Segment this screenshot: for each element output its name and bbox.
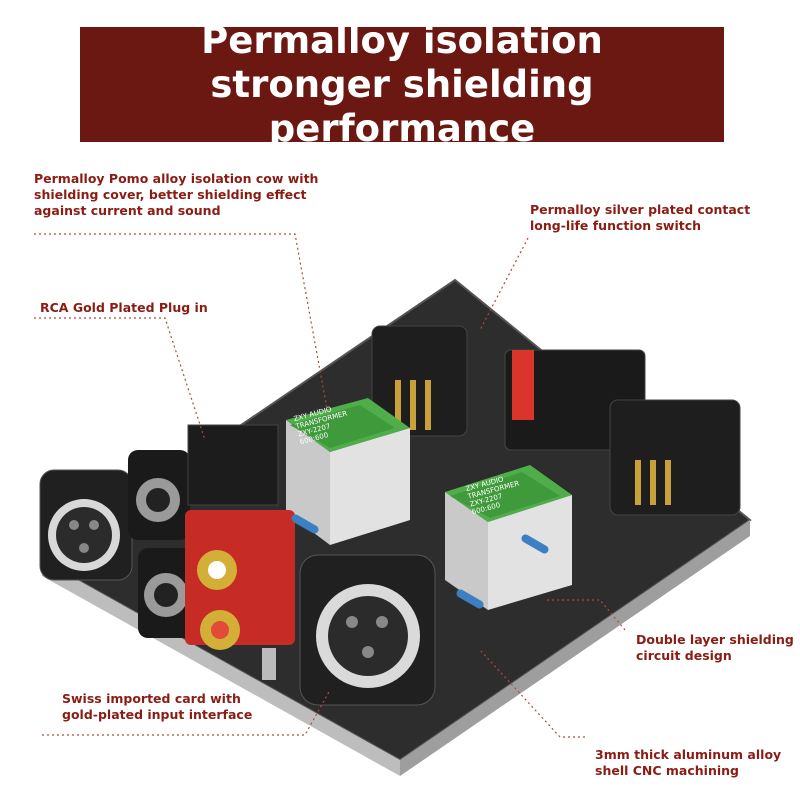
title-line-1: Permalloy isolation — [201, 18, 603, 62]
callout-aluminum: 3mm thick aluminum alloy shell CNC machi… — [595, 747, 782, 778]
board-edge-right — [400, 520, 750, 776]
title-banner: Permalloy isolation stronger shielding p… — [80, 19, 724, 150]
board-edge — [42, 560, 400, 776]
transformer-left — [286, 398, 410, 545]
xlr-jack-right — [299, 554, 436, 706]
toggle-switch — [262, 648, 276, 680]
callout-switch: Permalloy silver plated contact long-lif… — [530, 202, 751, 233]
screw-terminals — [187, 424, 279, 506]
back-jack-left — [371, 325, 468, 437]
callout-shield-cover: Permalloy Pomo alloy isolation cow with … — [34, 171, 319, 218]
back-jack-right — [609, 399, 741, 516]
callout-rca: RCA Gold Plated Plug in — [40, 300, 208, 315]
quarter-inch-jack-top — [128, 450, 190, 540]
callout-double-layer: Double layer shielding circuit design — [636, 632, 794, 663]
transformer-right — [445, 465, 572, 610]
callout-swiss-card: Swiss imported card with gold-plated inp… — [62, 691, 253, 722]
xlr-jack-left — [39, 469, 133, 581]
rca-jacks — [185, 510, 295, 650]
leader-lines — [34, 233, 626, 738]
quarter-inch-jack-bottom — [138, 548, 196, 638]
title-line-2: stronger shielding performance — [210, 62, 594, 150]
resistors — [291, 514, 549, 609]
